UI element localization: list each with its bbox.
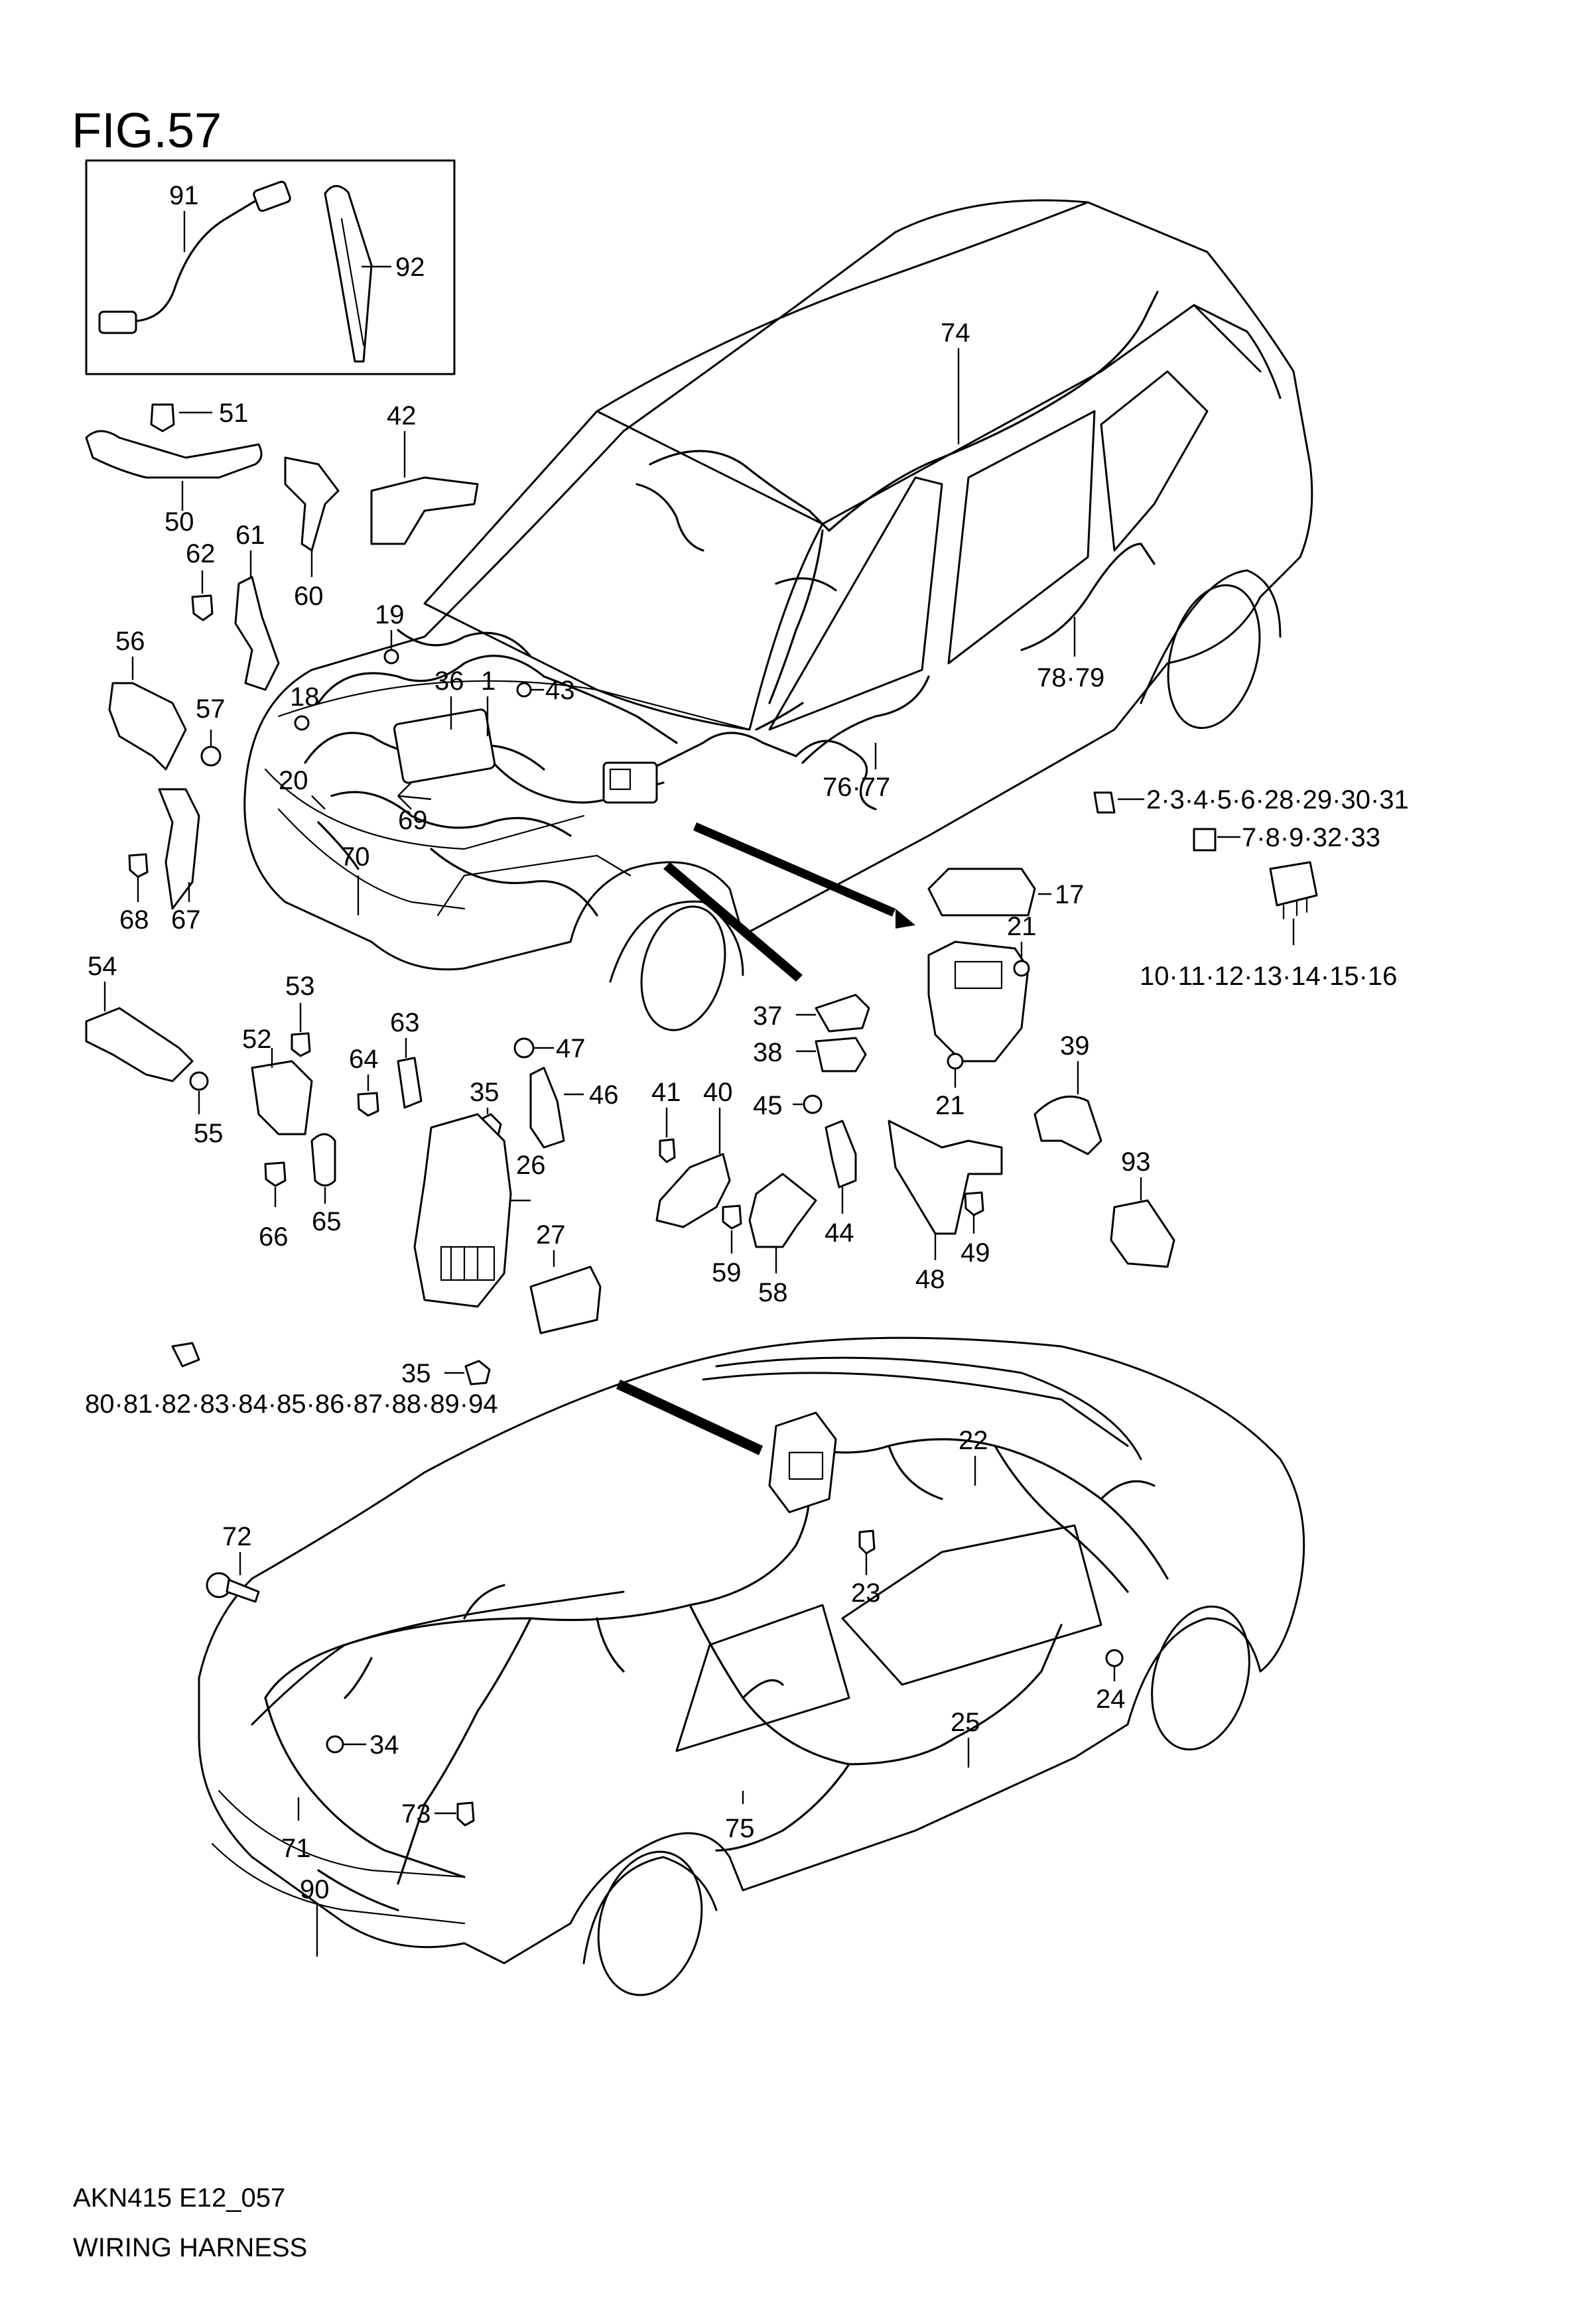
callout-59: 59 bbox=[712, 1258, 742, 1287]
upper-wiring-harness bbox=[304, 290, 1159, 917]
callout-57: 57 bbox=[196, 694, 226, 724]
callout-72: 72 bbox=[222, 1522, 252, 1551]
inset-box: 91 92 bbox=[85, 159, 456, 375]
callout-78-79: 78·79 bbox=[1037, 663, 1104, 692]
callout-35-bottom: 35 bbox=[401, 1359, 431, 1388]
callout-24: 24 bbox=[1096, 1685, 1126, 1714]
callout-39: 39 bbox=[1060, 1031, 1090, 1061]
lower-callouts: 72 22 23 24 25 34 73 75 71 90 bbox=[206, 1426, 1126, 1957]
callout-21-bottom: 21 bbox=[935, 1091, 965, 1120]
callout-56: 56 bbox=[115, 627, 145, 656]
callout-65: 65 bbox=[312, 1207, 342, 1236]
callout-43: 43 bbox=[545, 676, 575, 705]
callout-19: 19 bbox=[375, 600, 405, 629]
callout-68: 68 bbox=[119, 905, 149, 935]
figure-name: WIRING HARNESS bbox=[73, 2233, 307, 2262]
callout-1: 1 bbox=[481, 667, 496, 696]
callout-48: 48 bbox=[915, 1265, 945, 1294]
callout-93: 93 bbox=[1121, 1147, 1151, 1177]
leader-arrow-fusebox bbox=[693, 822, 915, 929]
callout-37: 37 bbox=[753, 1001, 783, 1031]
callout-54: 54 bbox=[88, 952, 117, 981]
callout-36: 36 bbox=[434, 667, 464, 696]
callout-clips: 80·81·82·83·84·85·86·87·88·89·94 bbox=[85, 1389, 498, 1419]
callout-22: 22 bbox=[959, 1426, 988, 1455]
callout-25: 25 bbox=[951, 1708, 980, 1737]
callout-58: 58 bbox=[758, 1278, 788, 1307]
left-parts-upper: 51 50 42 60 61 62 56 57 67 68 bbox=[85, 399, 479, 935]
callout-62: 62 bbox=[186, 539, 216, 568]
callout-53: 53 bbox=[285, 972, 315, 1001]
callout-55: 55 bbox=[194, 1119, 224, 1148]
callout-41: 41 bbox=[651, 1078, 681, 1107]
figure-code: AKN415 E12_057 bbox=[73, 2183, 285, 2213]
callout-70: 70 bbox=[340, 842, 370, 871]
callout-21-top: 21 bbox=[1007, 912, 1037, 941]
callout-44: 44 bbox=[825, 1218, 854, 1248]
callout-63: 63 bbox=[390, 1008, 420, 1037]
callout-66: 66 bbox=[259, 1222, 289, 1252]
callout-69: 69 bbox=[398, 806, 428, 835]
callout-64: 64 bbox=[349, 1045, 379, 1074]
callout-18: 18 bbox=[290, 682, 320, 712]
callout-60: 60 bbox=[294, 582, 324, 611]
callout-minifuses: 7·8·9·32·33 bbox=[1242, 823, 1380, 852]
callout-35-top: 35 bbox=[470, 1078, 499, 1107]
leader-arrow-ecu bbox=[616, 1380, 763, 1455]
callout-40: 40 bbox=[703, 1078, 733, 1107]
callout-relays: 10·11·12·13·14·15·16 bbox=[1140, 962, 1397, 991]
right-parts-upper: 2·3·4·5·6·28·29·30·31 7·8·9·32·33 10·11·… bbox=[753, 785, 1409, 1294]
callout-23: 23 bbox=[851, 1579, 881, 1608]
callout-73: 73 bbox=[401, 1799, 431, 1829]
callout-90: 90 bbox=[300, 1875, 330, 1904]
lower-wiring-harness bbox=[264, 1411, 1169, 1911]
upper-callouts: 74 36 1 43 19 18 20 69 70 76·77 78·79 bbox=[279, 318, 1104, 915]
callout-46: 46 bbox=[589, 1080, 619, 1110]
callout-76-77: 76·77 bbox=[823, 773, 890, 802]
callout-20: 20 bbox=[279, 766, 308, 795]
upper-vehicle-body bbox=[243, 199, 1313, 1031]
callout-91: 91 bbox=[169, 181, 199, 210]
callout-74: 74 bbox=[941, 318, 970, 348]
callout-47: 47 bbox=[556, 1034, 586, 1063]
callout-fuses: 2·3·4·5·6·28·29·30·31 bbox=[1146, 785, 1409, 814]
callout-17: 17 bbox=[1055, 880, 1085, 909]
callout-92: 92 bbox=[395, 253, 425, 282]
callout-71: 71 bbox=[281, 1834, 311, 1863]
leader-arrow-relay bbox=[663, 862, 803, 982]
callout-27: 27 bbox=[536, 1220, 566, 1250]
callout-52: 52 bbox=[242, 1025, 272, 1054]
figure-title: FIG.57 bbox=[72, 103, 222, 158]
lower-vehicle-body bbox=[198, 1336, 1305, 1996]
callout-42: 42 bbox=[387, 401, 417, 430]
middle-parts: 54 55 53 52 63 64 65 66 47 46 bbox=[85, 952, 817, 1419]
callout-50: 50 bbox=[165, 507, 194, 537]
callout-49: 49 bbox=[961, 1238, 990, 1267]
callout-61: 61 bbox=[235, 521, 265, 550]
callout-26: 26 bbox=[516, 1151, 546, 1180]
callout-34: 34 bbox=[369, 1730, 399, 1760]
callout-45: 45 bbox=[753, 1091, 783, 1120]
callout-38: 38 bbox=[753, 1038, 783, 1067]
callout-51: 51 bbox=[219, 399, 249, 428]
callout-75: 75 bbox=[725, 1814, 755, 1843]
callout-67: 67 bbox=[171, 905, 201, 935]
